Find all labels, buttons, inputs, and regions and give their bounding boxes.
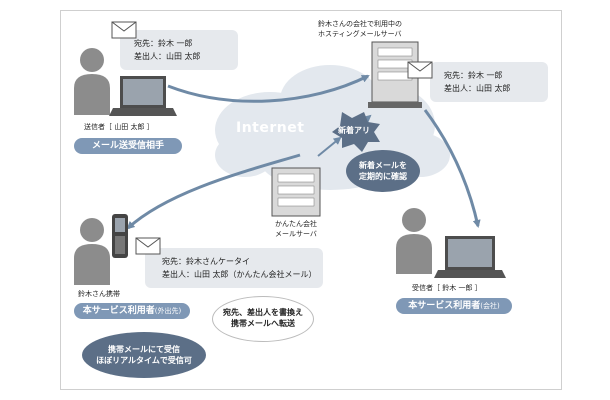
realtime-line1: 携帯メールにて受信 — [108, 345, 180, 354]
sender-person-icon — [74, 48, 110, 115]
mobile-phone-icon — [112, 214, 128, 258]
receiver-role-badge-label: 本サービス利用者 — [408, 301, 481, 311]
kantan-server-icon — [271, 167, 321, 217]
sender-role-badge: メール送受信相手 — [74, 138, 182, 154]
mobile-caption: 鈴木さん携帯 — [78, 290, 120, 298]
rewrite-line1: 宛先、差出人を書換え — [223, 308, 303, 317]
arrow-sender-to-hosting — [167, 74, 370, 103]
hosting-mail-to: 宛先：鈴木 一郎 — [444, 71, 503, 80]
sender-laptop-icon — [109, 76, 177, 116]
sender-envelope-icon — [111, 21, 137, 39]
realtime-line2: ほぼリアルタイムで受信可 — [96, 356, 192, 365]
mobile-role-badge-sub: (外出先) — [154, 307, 182, 315]
receiver-role-badge-sub: (会社) — [480, 302, 500, 310]
sender-caption: 送信者［ 山田 太郎 ］ — [84, 123, 154, 131]
receiver-caption: 受信者［ 鈴木 一郎 ］ — [412, 284, 482, 292]
mobile-mail-to: 宛先：鈴木さんケータイ — [162, 257, 250, 266]
new-arrival-label: 新着アリ — [338, 126, 370, 135]
hosting-caption-line2: ホスティングメールサーバ — [318, 30, 402, 38]
sender-mail-from: 差出人：山田 太郎 — [134, 52, 201, 61]
rewrite-line2: 携帯メールへ転送 — [231, 319, 295, 328]
hosting-server-icon — [368, 41, 422, 108]
internet-label: Internet — [236, 120, 305, 136]
periodic-check-line1: 新着メールを — [359, 161, 407, 170]
receiver-person-icon — [396, 208, 432, 274]
rewrite-bubble: 宛先、差出人を書換え 携帯メールへ転送 — [212, 296, 314, 342]
sender-role-badge-label: メール送受信相手 — [91, 141, 164, 151]
mobile-mail-from: 差出人：山田 太郎（かんたん会社メール） — [162, 270, 317, 279]
arrow-kantan-poll-up — [317, 136, 342, 157]
arrow-kantan-to-mobile — [126, 153, 301, 230]
periodic-check-bubble: 新着メールを 定期的に確認 — [346, 150, 420, 192]
hosting-caption-line1: 鈴木さんの会社で利用中の — [318, 20, 402, 28]
kantan-caption-line2: メールサーバ — [275, 230, 317, 238]
periodic-check-line2: 定期的に確認 — [359, 172, 407, 181]
sender-mail-label-box — [120, 30, 238, 70]
kantan-caption-line1: かんたん会社 — [275, 220, 317, 228]
receiver-laptop-icon — [434, 236, 506, 278]
mobile-role-badge-label: 本サービス利用者 — [82, 306, 155, 316]
receiver-role-badge: 本サービス利用者(会社) — [396, 298, 512, 314]
hosting-mail-label-box — [430, 62, 548, 102]
mobile-role-badge: 本サービス利用者(外出先) — [74, 303, 190, 319]
new-arrival-burst-shape — [332, 112, 380, 152]
hosting-envelope-icon — [407, 61, 433, 79]
mobile-mail-label-box — [145, 248, 323, 288]
mobile-envelope-icon — [135, 237, 161, 255]
realtime-bubble: 携帯メールにて受信 ほぼリアルタイムで受信可 — [82, 332, 206, 378]
mobile-person-icon — [74, 218, 110, 285]
hosting-mail-from: 差出人：山田 太郎 — [444, 84, 511, 93]
sender-mail-to: 宛先：鈴木 一郎 — [134, 39, 193, 48]
arrow-hosting-to-receiver — [423, 109, 481, 228]
